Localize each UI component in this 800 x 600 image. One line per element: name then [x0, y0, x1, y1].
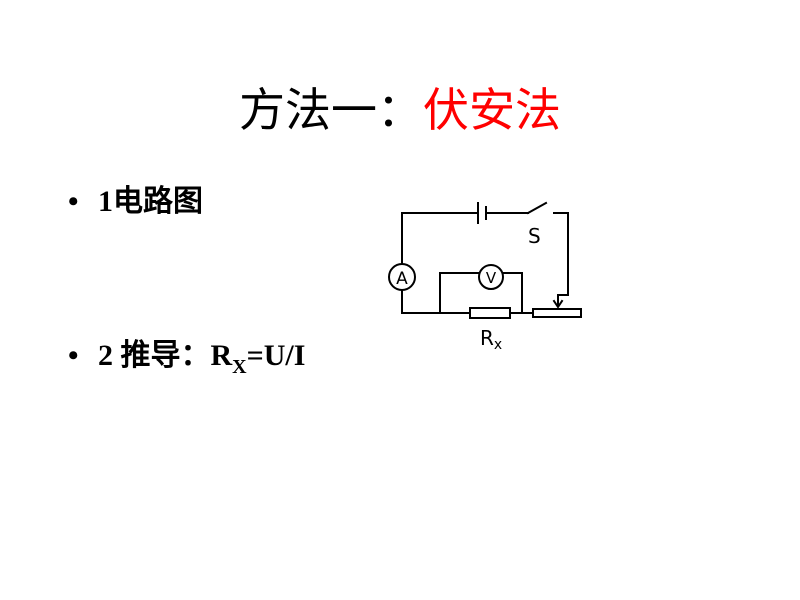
title-accent: 伏安法 — [423, 83, 561, 137]
switch-label: S — [528, 224, 541, 248]
voltmeter-label: V — [486, 269, 497, 287]
switch-blade — [526, 201, 548, 215]
formula-prefix: 2 推导：R — [98, 339, 233, 372]
circuit-diagram: S A V Rx — [388, 201, 582, 353]
bullet-marker: • — [68, 185, 79, 218]
resistor-rx — [469, 307, 511, 319]
rheostat — [532, 308, 582, 318]
slide-title: 方法一：伏安法 — [0, 78, 800, 142]
ammeter-label: A — [396, 269, 408, 289]
bullet-text: 1电路图 — [98, 185, 203, 218]
resistor-label: Rx — [480, 326, 502, 353]
title-main: 方法一： — [239, 83, 423, 137]
bullet-derivation: • 2 推导：RX=U/I — [68, 336, 305, 387]
formula-suffix: =U/I — [246, 339, 306, 372]
voltmeter — [478, 264, 504, 290]
bullet-marker: • — [68, 339, 79, 372]
slider-arrow — [552, 299, 564, 309]
resistor-label-subscript: x — [494, 337, 502, 353]
bullet-circuit-diagram: • 1电路图 — [68, 182, 203, 222]
formula-subscript: X — [232, 356, 247, 378]
